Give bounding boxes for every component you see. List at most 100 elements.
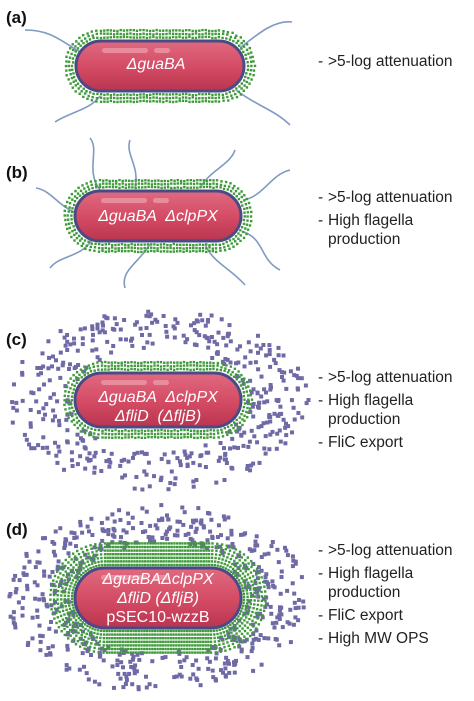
fimbria-dot bbox=[71, 391, 74, 395]
flagellin-particle bbox=[115, 658, 120, 663]
flagellin-particle bbox=[268, 604, 273, 609]
flagellin-particle bbox=[33, 596, 38, 601]
fimbria-dot bbox=[241, 604, 245, 607]
fimbria-dot bbox=[70, 210, 74, 214]
fimbria-dot bbox=[98, 564, 101, 567]
fimbria-dot bbox=[246, 598, 249, 602]
flagellin-particle bbox=[262, 552, 267, 557]
fimbria-dot bbox=[133, 556, 136, 559]
flagellin-particle bbox=[208, 529, 213, 534]
flagellin-particle bbox=[130, 682, 135, 687]
fimbria-dot bbox=[113, 93, 116, 96]
note-item: -FliC export bbox=[318, 606, 470, 625]
fimbria-dot bbox=[149, 563, 152, 567]
fimbria-dot bbox=[103, 100, 106, 103]
flagellin-particle bbox=[267, 415, 272, 419]
fimbria-dot bbox=[224, 367, 227, 370]
fimbria-dot bbox=[151, 647, 154, 651]
fimbria-dot bbox=[63, 209, 66, 213]
fimbria-dot bbox=[92, 365, 95, 368]
fimbria-dot bbox=[225, 629, 228, 633]
fimbria-dot bbox=[237, 232, 240, 235]
flagellin-particle bbox=[279, 612, 284, 617]
fimbria-dot bbox=[243, 635, 246, 638]
flagellin-particle bbox=[146, 535, 151, 539]
fimbria-dot bbox=[109, 96, 113, 99]
fimbria-dot bbox=[173, 542, 176, 545]
fimbria-dot bbox=[160, 435, 163, 439]
fimbria-dot bbox=[220, 431, 224, 434]
flagellin-particle bbox=[299, 575, 304, 580]
fimbria-dot bbox=[158, 36, 162, 39]
fimbria-dot bbox=[216, 368, 219, 371]
fimbria-dot bbox=[134, 429, 137, 432]
fimbria-dot bbox=[194, 542, 197, 545]
fimbria-dot bbox=[252, 625, 255, 628]
fimbria-dot bbox=[135, 556, 139, 559]
fimbria-dot bbox=[153, 647, 157, 651]
fimbria-dot bbox=[132, 93, 135, 96]
fimbria-dot bbox=[75, 381, 79, 385]
fimbria-dot bbox=[145, 33, 149, 36]
fimbria-dot bbox=[203, 436, 206, 439]
flagellin-particle bbox=[110, 512, 115, 517]
fimbria-dot bbox=[173, 436, 176, 439]
flagellin-particle bbox=[181, 333, 186, 338]
fimbria-dot bbox=[212, 186, 215, 189]
flagellin-particle bbox=[222, 661, 227, 666]
flagellin-particle bbox=[251, 414, 256, 419]
fimbria-dot bbox=[64, 616, 68, 620]
fimbria-dot bbox=[154, 556, 157, 559]
fimbria-dot bbox=[201, 637, 205, 640]
fimbria-dot bbox=[223, 246, 226, 249]
fimbria-dot bbox=[193, 637, 197, 640]
fimbria-dot bbox=[84, 431, 87, 435]
fimbria-dot bbox=[253, 64, 257, 68]
fimbria-dot bbox=[214, 247, 218, 250]
fimbria-dot bbox=[126, 96, 129, 100]
fimbria-dot bbox=[247, 201, 251, 205]
fimbria-dot bbox=[247, 52, 250, 55]
fimbria-dot bbox=[74, 84, 77, 87]
flagellin-particle bbox=[95, 641, 100, 646]
fimbria-dot bbox=[167, 651, 170, 654]
fimbria-dot bbox=[130, 545, 133, 549]
fimbria-dot bbox=[82, 34, 85, 37]
fimbria-dot bbox=[263, 585, 266, 588]
fimbria-dot bbox=[107, 432, 111, 436]
fimbria-dot bbox=[107, 242, 111, 246]
fimbria-dot bbox=[245, 605, 248, 608]
fimbria-dot bbox=[121, 185, 124, 189]
fimbria-dot bbox=[204, 97, 208, 100]
fimbria-dot bbox=[132, 33, 135, 36]
flagellin-particle bbox=[185, 464, 190, 468]
fimbria-dot bbox=[242, 601, 245, 604]
fimbria-dot bbox=[119, 560, 123, 563]
fimbria-dot bbox=[224, 567, 228, 570]
flagellin-particle bbox=[84, 365, 89, 370]
flagellin-particle bbox=[68, 362, 72, 367]
flagellin-particle bbox=[220, 359, 225, 364]
fimbria-dot bbox=[170, 182, 173, 185]
fimbria-dot bbox=[130, 246, 133, 249]
flagellin-particle bbox=[159, 475, 164, 480]
fimbria-dot bbox=[72, 409, 75, 413]
fimbria-dot bbox=[150, 368, 153, 371]
flagellin-particle bbox=[223, 452, 228, 457]
fimbria-dot bbox=[179, 179, 183, 183]
fimbria-dot bbox=[140, 644, 143, 647]
fimbria-dot bbox=[64, 390, 67, 393]
fimbria-dot bbox=[225, 240, 228, 244]
fimbria-dot bbox=[166, 368, 169, 371]
fimbria-dot bbox=[234, 564, 237, 568]
fimbria-dot bbox=[143, 644, 146, 647]
fimbria-dot bbox=[97, 433, 100, 436]
flagellin-particle bbox=[121, 665, 125, 670]
fimbria-dot bbox=[226, 425, 230, 428]
flagellin-particle bbox=[213, 656, 218, 661]
flagellin-particle bbox=[206, 450, 211, 455]
fimbria-dot bbox=[117, 553, 120, 556]
flagellin-particle bbox=[268, 419, 273, 424]
flagellin-particle bbox=[63, 343, 68, 348]
fimbria-dot bbox=[177, 637, 181, 640]
